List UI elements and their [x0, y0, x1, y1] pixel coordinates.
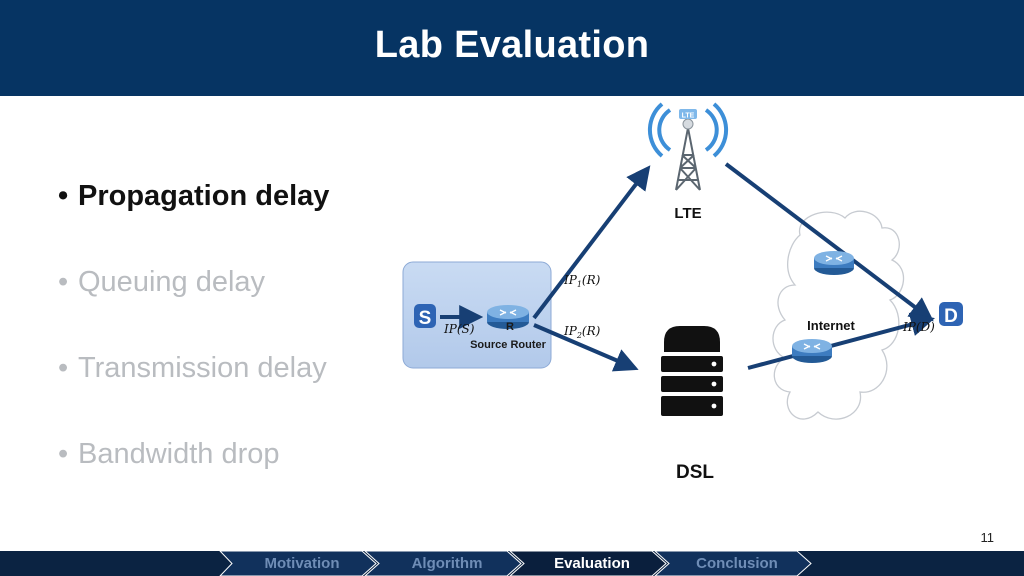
internet-router-icon	[792, 339, 832, 363]
internet-cloud	[772, 210, 905, 420]
dsl-label: DSL	[676, 462, 714, 483]
internet-router-icon	[814, 251, 854, 275]
bullet-dot: •	[58, 352, 69, 384]
arrow-dsl-to-destination	[747, 312, 935, 370]
nav-motivation[interactable]: Motivation	[264, 555, 340, 572]
bullet-propagation-delay: • Propagation delay	[58, 180, 329, 213]
ip2-r-label: IP2(R)	[563, 324, 601, 340]
bullet-dot: •	[58, 266, 69, 298]
arrow-router-to-dsl	[533, 323, 639, 372]
page-number: 11	[980, 530, 995, 545]
lte-label: LTE	[674, 205, 701, 222]
ip-d-label: IP(D)	[902, 320, 935, 334]
internet-label: Internet	[807, 318, 855, 333]
router-caption: Source Router	[470, 339, 547, 351]
arrow-router-to-lte	[532, 165, 651, 320]
lte-tower-icon	[647, 102, 729, 191]
bullet-queuing-delay: • Queuing delay	[58, 266, 265, 299]
bullet-dot: •	[58, 438, 69, 470]
nav-conclusion[interactable]: Conclusion	[696, 555, 778, 572]
section-navigation: Motivation Algorithm Evaluation Conclusi…	[0, 551, 1024, 576]
destination-node-label: D	[944, 306, 958, 327]
bullet-text: Queuing delay	[78, 266, 266, 298]
bullet-text: Bandwidth drop	[78, 438, 280, 470]
router-icon	[487, 305, 529, 329]
arrow-lte-to-destination	[724, 162, 934, 322]
title-bar: Lab Evaluation	[0, 0, 1024, 96]
lte-badge: LTE	[682, 113, 695, 120]
destination-node: D	[939, 302, 963, 327]
slide-title: Lab Evaluation	[374, 24, 650, 66]
bullet-text: Propagation delay	[78, 180, 330, 212]
nav-evaluation[interactable]: Evaluation	[554, 555, 630, 572]
bullet-bandwidth-drop: • Bandwidth drop	[58, 438, 280, 471]
bullet-text: Transmission delay	[78, 352, 327, 384]
source-node: S	[414, 304, 436, 329]
dsl-server-icon	[661, 326, 723, 416]
ip1-r-label: IP1(R)	[563, 273, 601, 289]
nav-chevrons	[219, 551, 812, 576]
ip-s-label: IP(S)	[443, 322, 475, 336]
nav-algorithm[interactable]: Algorithm	[411, 555, 483, 572]
source-node-label: S	[419, 308, 432, 329]
bullet-transmission-delay: • Transmission delay	[58, 352, 327, 385]
bullet-dot: •	[58, 180, 69, 212]
router-letter: R	[506, 321, 514, 333]
